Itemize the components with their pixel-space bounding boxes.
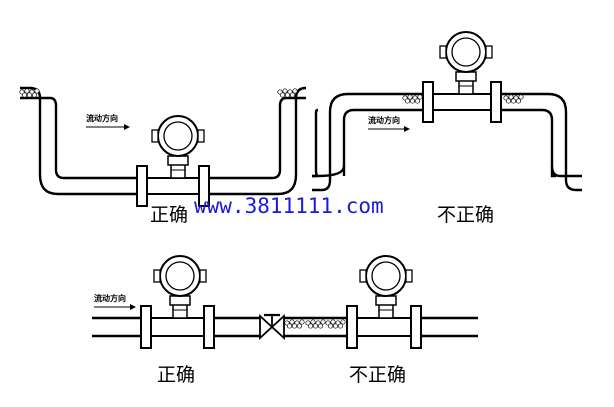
bubbles-icon	[277, 88, 298, 98]
flow-direction-label: 流动方向	[86, 113, 118, 123]
diagram-bottom-straight: 流动方向	[92, 255, 478, 349]
bubbles-icon	[284, 319, 305, 329]
flowmeter-icon	[439, 31, 493, 95]
flow-arrow-icon	[86, 124, 130, 130]
flow-direction-label: 流动方向	[368, 115, 400, 125]
flowmeter-icon	[153, 255, 207, 319]
diagram-top-left-correct: 流动方向	[19, 86, 307, 207]
watermark-text: www.3811111.com	[194, 194, 384, 218]
valve-icon	[259, 313, 285, 341]
bubbles-icon	[325, 319, 346, 329]
flowmeter-icon	[151, 115, 205, 179]
bubbles-icon	[503, 94, 524, 104]
caption-correct-bottom: 正确	[157, 364, 195, 386]
flow-arrow-icon	[94, 304, 136, 310]
diagram-top-right-incorrect: 流动方向	[312, 31, 582, 192]
flowmeter-icon	[359, 255, 413, 319]
bubbles-icon	[19, 88, 40, 98]
caption-correct-top: 正确	[150, 204, 188, 226]
bubbles-icon	[402, 94, 423, 104]
flow-arrow-icon	[368, 126, 410, 132]
caption-incorrect-bottom: 不正确	[349, 364, 406, 386]
caption-incorrect-top: 不正确	[437, 204, 494, 226]
bubbles-icon	[305, 319, 326, 329]
flow-direction-label: 流动方向	[94, 293, 126, 303]
